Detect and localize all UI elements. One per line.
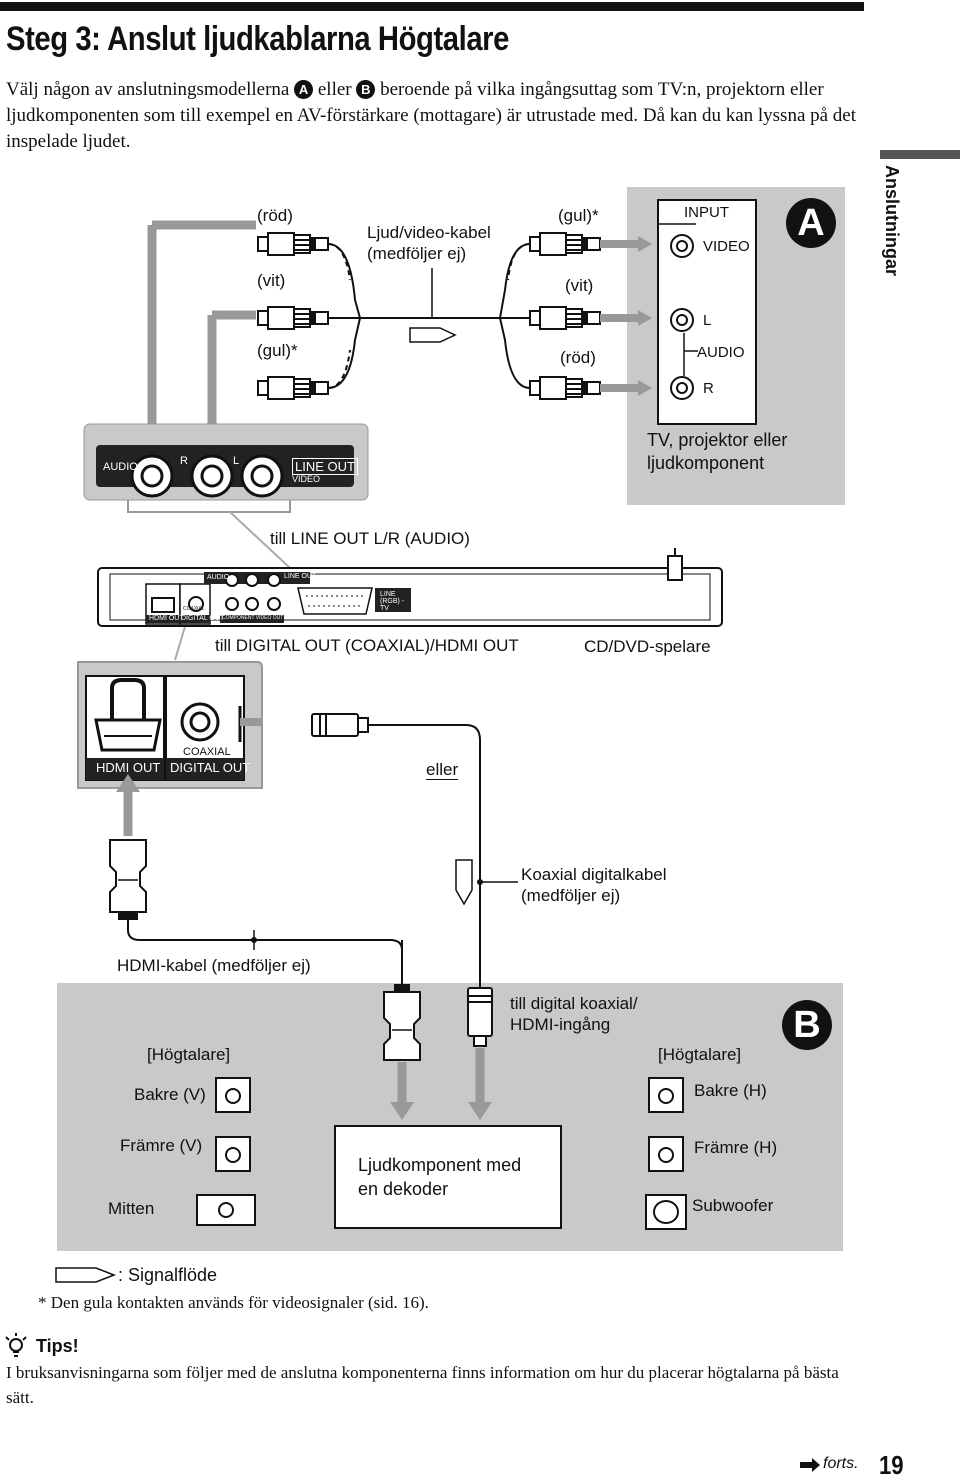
speaker-center-icon	[196, 1194, 256, 1226]
zoom-digital-out-label: DIGITAL OUT	[170, 760, 251, 775]
speaker-rear-left-icon	[215, 1077, 251, 1113]
label-front-right: Främre (H)	[694, 1138, 778, 1157]
signal-flow-legend: : Signalflöde	[118, 1265, 218, 1285]
speaker-rear-right-icon	[648, 1077, 684, 1113]
tips-title: Tips!	[36, 1336, 79, 1356]
model-b-marker: B	[356, 80, 376, 99]
label-player-name: CD/DVD-spelare	[584, 637, 711, 656]
speaker-front-right-icon	[648, 1136, 684, 1172]
intro-text-2: beroende på vilka ingångsuttag som TV:n,…	[6, 79, 857, 152]
page-title: Steg 3: Anslut ljudkablarna Högtalare	[6, 20, 509, 58]
intro-text-1: Välj någon av anslutningsmodellerna	[6, 79, 290, 100]
tv-caption: TV, projektor eller ljudkomponent	[647, 430, 788, 473]
label-front-left: Främre (V)	[120, 1136, 203, 1155]
side-tab-bar	[880, 150, 960, 159]
rear-line-rgb-label: LINE (RGB) - TV	[380, 591, 405, 612]
label-to-line-out: till LINE OUT L/R (AUDIO)	[270, 529, 470, 548]
tv-l-label: L	[703, 312, 712, 329]
tv-audio-l-jack	[670, 308, 694, 332]
subwoofer-icon	[645, 1194, 687, 1230]
intro-text-mid: eller	[317, 79, 352, 100]
rear-coaxial-label: COAXIAL	[183, 606, 205, 612]
rear-component-label: COMPONENT VIDEO OUT	[222, 615, 284, 621]
rear-hdmi-out-label: HDMI OUT	[149, 615, 184, 622]
label-hdmi-cable: HDMI-kabel (medföljer ej)	[117, 956, 311, 975]
zoom-coaxial-label: COAXIAL	[183, 746, 231, 758]
tv-video-label: VIDEO	[703, 238, 750, 255]
label-coax-cable: Koaxial digitalkabel (medföljer ej)	[521, 865, 667, 905]
label-white-right: (vit)	[565, 276, 594, 295]
label-speakers-left: [Högtalare]	[147, 1045, 231, 1064]
tv-video-jack	[670, 234, 694, 258]
tips-text: I bruksanvisningarna som följer med de a…	[6, 1363, 839, 1407]
decoder-label: Ljudkomponent med en dekoder	[358, 1155, 522, 1199]
rear-digital-out-label: DIGITAL OUT	[181, 615, 225, 622]
top-rule	[0, 2, 864, 11]
closeup-audio-label: AUDIO	[103, 461, 138, 473]
label-to-input: till digital koaxial/ HDMI-ingång	[510, 994, 638, 1034]
label-white-left: (vit)	[257, 271, 286, 290]
label-rear-right: Bakre (H)	[694, 1081, 767, 1100]
decoder-box	[334, 1125, 562, 1229]
tv-input-label: INPUT	[684, 204, 729, 221]
rear-line-out-label: LINE OUT	[284, 573, 317, 580]
label-rear-left: Bakre (V)	[134, 1085, 206, 1104]
tv-audio-label: AUDIO	[697, 344, 745, 361]
label-red-left: (röd)	[257, 206, 293, 225]
tv-audio-r-jack	[670, 376, 694, 400]
label-to-digital-out: till DIGITAL OUT (COAXIAL)/HDMI OUT	[215, 636, 519, 655]
label-yellow-left: (gul)*	[257, 341, 298, 360]
label-yellow-right: (gul)*	[558, 206, 599, 225]
label-speakers-right: [Högtalare]	[658, 1045, 742, 1064]
label-or: eller	[426, 760, 459, 780]
badge-a: A	[786, 198, 836, 248]
label-av-cable: Ljud/video-kabel (medföljer ej)	[367, 223, 491, 263]
speaker-front-left-icon	[215, 1136, 251, 1172]
closeup-video-label: VIDEO	[292, 474, 321, 484]
footnote: * Den gula kontakten används för videosi…	[38, 1293, 429, 1312]
tv-r-label: R	[703, 380, 714, 397]
zoom-hdmi-out-label: HDMI OUT	[96, 760, 161, 775]
model-a-marker: A	[294, 80, 314, 99]
rear-audio-label: AUDIO	[207, 574, 230, 581]
closeup-line-out-label: LINE OUT	[292, 458, 358, 475]
forts-label: forts.	[823, 1455, 859, 1472]
label-subwoofer: Subwoofer	[692, 1196, 774, 1215]
intro-paragraph: Välj någon av anslutningsmodellerna A el…	[6, 77, 866, 155]
tips-bulb-icon	[5, 1333, 27, 1357]
badge-b: B	[782, 1000, 832, 1050]
closeup-l-label: L	[233, 455, 240, 467]
label-center: Mitten	[108, 1199, 155, 1218]
label-red-right: (röd)	[560, 348, 596, 367]
page-number: 19	[879, 1450, 904, 1480]
closeup-r-label: R	[180, 455, 188, 467]
